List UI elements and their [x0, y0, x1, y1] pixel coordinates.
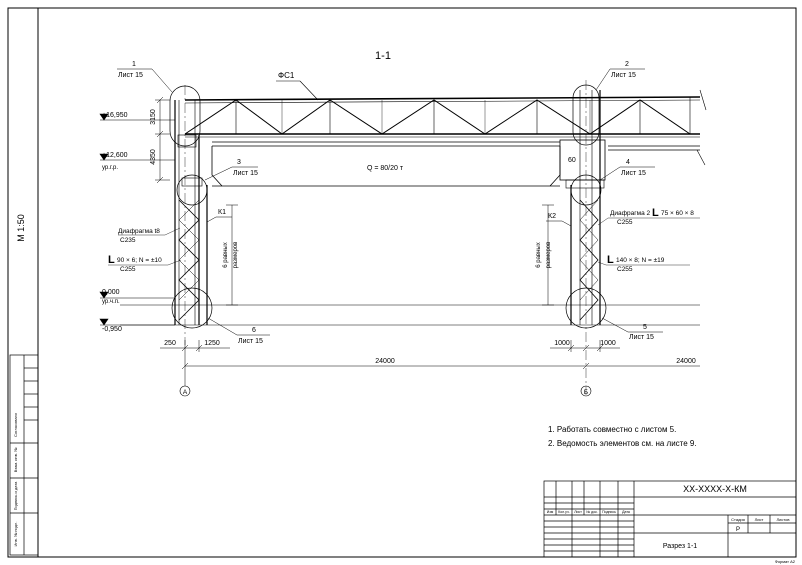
side-label-replaces: Взам. инв. №: [13, 448, 18, 473]
callout-circle-3: [176, 174, 208, 206]
callout-1-num: 1: [132, 61, 136, 68]
left-panel-dim-2: размеров: [233, 242, 239, 269]
callout-1-sheet: Лист 15: [118, 72, 143, 79]
level-crane: +12,600: [102, 152, 128, 159]
stamp-stage: Р: [736, 527, 740, 533]
outer-frame: [7, 7, 797, 558]
axis-bubble-right: [580, 385, 592, 397]
right-diaphragm-angle: 75 × 60 × 8: [661, 210, 694, 217]
side-label-inventory: Инв. № подл.: [13, 522, 18, 547]
stamp-code: ХХ-ХХХХ-Х-КМ: [683, 484, 747, 494]
callout-circle-6: [171, 287, 213, 329]
title-block: [543, 480, 797, 558]
horizontal-dimensions: [160, 340, 700, 386]
right-angle-steel: С255: [617, 266, 633, 273]
right-angle-note: 140 × 8; N = ±19: [616, 257, 665, 264]
left-diaphragm-steel: С235: [120, 237, 136, 244]
stamp-sheet-label: Лист: [755, 517, 764, 522]
stamp-header-kol: Кол.уч.: [558, 510, 569, 514]
callout-5-sheet: Лист 15: [629, 334, 654, 341]
callout-5-num: 5: [643, 324, 647, 331]
dim-col-upper: 4350: [150, 149, 157, 165]
dim-left-b: 1250: [204, 340, 220, 347]
callout-2-sheet: Лист 15: [611, 72, 636, 79]
level-ground: 0,000: [102, 289, 120, 296]
column-label-left: К1: [218, 209, 226, 216]
left-angle-symbol: L: [108, 254, 115, 266]
left-column: [174, 85, 208, 345]
right-angle-symbol-2: L: [607, 254, 614, 266]
stamp-stage-label: Стадия: [731, 517, 745, 522]
callout-oval-1: [169, 85, 201, 147]
truss: [184, 89, 707, 166]
level-crane-sub: ур.г.р.: [102, 165, 118, 171]
crane-load: Q = 80/20 т: [367, 165, 404, 172]
vertical-dimension-chain: [155, 96, 170, 184]
callout-circle-4: [570, 174, 602, 206]
axis-label-left: А: [183, 389, 188, 396]
stamp-header-sign: Подпись: [602, 510, 616, 514]
left-diaphragm-note: Диафрагма t8: [118, 228, 160, 235]
left-panel-dim: 6 равных: [223, 242, 229, 268]
callout-3-sheet: Лист 15: [233, 170, 258, 177]
callout-leaders: [117, 68, 663, 336]
stamp-title: Разрез 1-1: [663, 543, 697, 550]
stamp-format: Формат А2: [775, 559, 796, 564]
level-marks: [99, 113, 175, 326]
dim-left-a: 250: [164, 340, 176, 347]
callout-circle-5: [565, 287, 607, 329]
callout-3-num: 3: [237, 159, 241, 166]
stamp-header-doc: № док.: [586, 510, 597, 514]
left-angle-note: 90 × 6; N = ±10: [117, 257, 162, 264]
rail-offset-dim: 60: [568, 157, 576, 164]
stamp-header-date: Дата: [622, 510, 630, 514]
left-angle-steel: С255: [120, 266, 136, 273]
side-stamp: [9, 354, 39, 556]
callout-4-num: 4: [626, 159, 630, 166]
level-ground-sub: ур.ч.п.: [102, 299, 120, 305]
dim-right-a: 1000: [554, 340, 570, 347]
right-angle-symbol-1: L: [652, 207, 659, 219]
right-panel-dim-2: размеров: [546, 242, 552, 269]
stamp-sheets-label: Листов: [777, 517, 790, 522]
note-1: 1. Работать совместно с листом 5.: [548, 425, 676, 434]
dim-span-mid: 24000: [375, 358, 395, 365]
side-label-signature: Подпись и дата: [13, 481, 18, 511]
dim-truss-height: 3150: [150, 109, 157, 125]
truss-label: ФС1: [278, 71, 295, 80]
level-top: +16,950: [102, 112, 128, 119]
stamp-header-izm: Изм: [547, 510, 554, 514]
callout-4-sheet: Лист 15: [621, 170, 646, 177]
callout-6-num: 6: [252, 327, 256, 334]
callout-oval-2: [572, 84, 600, 146]
callout-6-sheet: Лист 15: [238, 338, 263, 345]
right-diaphragm-steel: С255: [617, 219, 633, 226]
stamp-header-list: Лист: [574, 510, 582, 514]
axis-bubble-left: [179, 385, 191, 397]
right-diaphragm-note: Диафрагма 2: [610, 210, 650, 217]
side-label-agreed: Согласовано: [13, 412, 18, 437]
column-label-right: К2: [548, 213, 556, 220]
callout-2-num: 2: [625, 61, 629, 68]
right-panel-dim: 6 равных: [536, 242, 542, 268]
level-base: -0,950: [102, 326, 122, 333]
note-2: 2. Ведомость элементов см. на листе 9.: [548, 439, 697, 448]
dim-span-right: 24000: [676, 358, 696, 365]
scale-label: М 1:50: [16, 214, 26, 242]
axis-label-right: Б: [584, 389, 588, 396]
dim-right-b: 1000: [600, 340, 616, 347]
section-title: 1-1: [375, 50, 391, 62]
right-column: [565, 80, 605, 395]
